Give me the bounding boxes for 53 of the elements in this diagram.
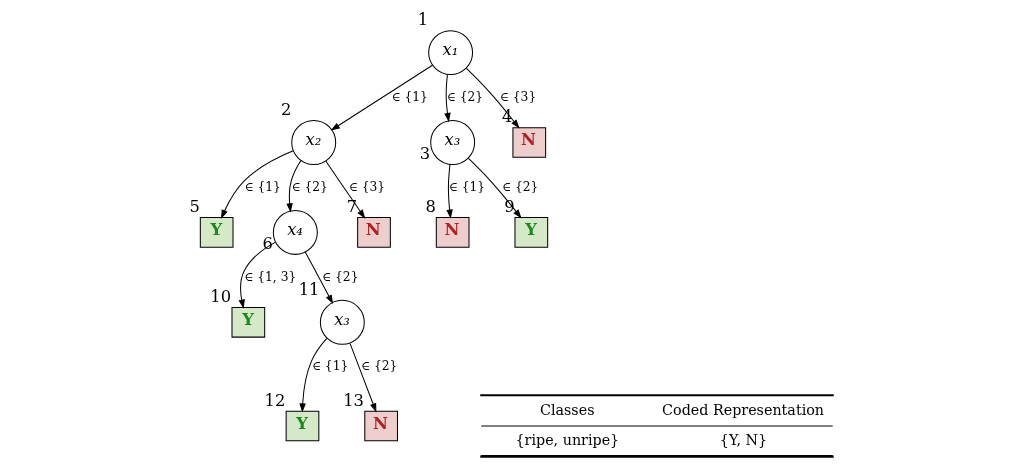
edge-label: ∈ {2} (290, 179, 328, 194)
node-label: 13 (342, 390, 364, 410)
arrow (330, 64, 433, 131)
edge-label: ∈ {2} (321, 269, 358, 284)
arrow (467, 157, 522, 219)
node-label: 4 (501, 107, 513, 127)
arrow (324, 160, 365, 219)
arrow (445, 163, 453, 219)
node-circle: x₃ (319, 299, 365, 345)
arrow (220, 150, 294, 219)
node-circle: x₂ (290, 120, 336, 165)
edge-label: ∈ {3} (348, 179, 385, 194)
edge-label: ∈ {1} (311, 359, 348, 374)
edge-label: ∈ {2} (446, 89, 483, 104)
node-box: Y (513, 217, 548, 248)
arrow (238, 241, 276, 309)
arrow (298, 337, 327, 413)
node-box: Y (285, 410, 319, 442)
node-label: 10 (209, 287, 231, 307)
node-label: 8 (425, 197, 436, 217)
label: Classes (539, 401, 595, 418)
arrow (465, 67, 520, 129)
edge-label: ∈ {1} (243, 179, 281, 194)
node-box: N (511, 127, 546, 158)
arrow (349, 342, 376, 413)
label: {ripe, unripe} (514, 431, 619, 448)
node-label: 3 (419, 144, 430, 164)
node-label: 11 (298, 280, 320, 300)
node-circle: x₁ (427, 30, 473, 76)
node-box: N (356, 217, 391, 248)
label: {Y, N} (719, 431, 767, 448)
arrow (443, 74, 451, 123)
node-label: 12 (264, 390, 285, 410)
node-box: Y (199, 217, 234, 248)
node-box: Y (231, 307, 265, 338)
node-label: 5 (189, 197, 200, 217)
arrow (304, 251, 333, 305)
edge-label: ∈ {2} (360, 359, 397, 374)
node-box: N (435, 217, 469, 248)
edge-label: ∈ {1} (391, 89, 428, 104)
node-circle: x₄ (272, 209, 318, 255)
label: Coded Representation (661, 401, 824, 418)
edge-label: ∈ {2} (501, 179, 538, 194)
edge-label: ∈ {1, 3} (243, 269, 296, 284)
node-box: N (363, 410, 398, 442)
edge-label: ∈ {1} (448, 179, 485, 194)
node-circle: x₃ (429, 120, 475, 165)
node-label: 7 (346, 197, 357, 217)
arrow (285, 159, 301, 213)
node-label: 9 (503, 197, 515, 217)
node-label: 1 (417, 10, 428, 30)
edge-label: ∈ {3} (499, 89, 536, 104)
node-label: 2 (280, 100, 291, 120)
